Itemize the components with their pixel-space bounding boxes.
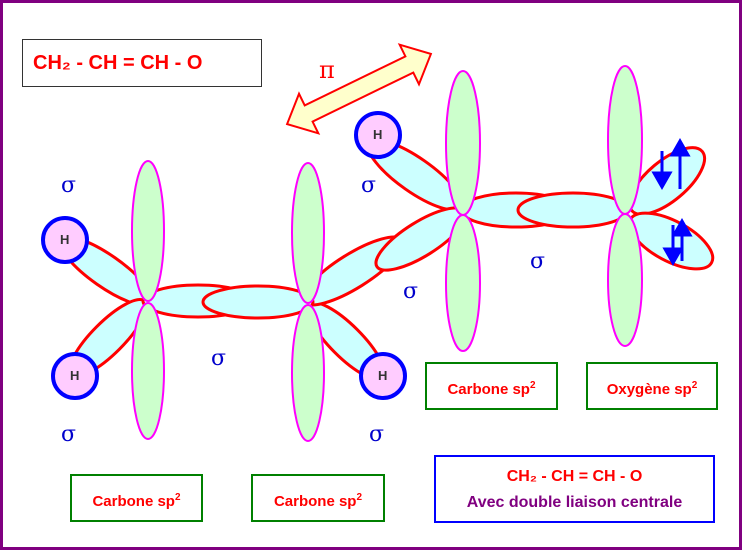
hydrogen-letter-3: H [378,368,388,383]
summary-caption: Avec double liaison centrale [466,494,683,511]
p-orbital-c1-top [131,160,165,302]
orbital-label-c3: Carbone sp2 [425,362,558,410]
formula-text: CH₂ - CH = CH - O [33,52,203,74]
p-orbital-c2-bottom [291,304,325,442]
arrow-up-icon [669,137,691,157]
p-orbital-o-top [607,65,643,215]
hydrogen-letter-1: H [60,232,70,247]
orbital-label-c3-sup: 2 [529,380,536,391]
sigma-label-1: σ [61,173,77,198]
p-orbital-o-bottom [607,213,643,347]
arrow-down-icon-2 [662,247,684,267]
sigma-label-6: σ [61,422,77,447]
electron-pairs [651,137,693,267]
hydrogen-letter-4: H [373,127,383,142]
orbital-label-c1-sup: 2 [174,492,181,503]
arrow-up-icon-2 [671,217,693,237]
orbital-label-c2-sup: 2 [356,492,363,503]
summary-formula: CH₂ - CH = CH - O [506,468,643,485]
orbital-label-c1: Carbone sp2 [70,474,203,522]
orbital-label-c2: Carbone sp2 [251,474,385,522]
hydrogen-atoms [41,111,407,400]
sigma-label-2: σ [361,173,377,198]
formula-box: CH₂ - CH = CH - O [22,39,262,87]
orbital-label-oxygen-sup: 2 [691,380,698,391]
hydrogen-atom-4 [354,111,402,159]
hydrogen-letter-2: H [70,368,80,383]
p-orbital-c1-bottom [131,302,165,440]
sigma-label-4: σ [403,279,419,304]
hydrogen-atom-2 [51,352,99,400]
sigma-label-3: σ [530,249,546,274]
p-orbital-c3-bottom [445,214,481,352]
hydrogen-atom-1 [41,216,89,264]
orbital-label-c2-text: Carbone sp [273,493,357,510]
orbital-diagram [41,43,715,442]
orbital-label-oxygen-text: Oxygène sp [606,381,692,398]
p-orbital-c2-top [291,162,325,304]
p-orbital-c3-top [445,70,481,216]
orbital-label-c3-text: Carbone sp [447,381,530,398]
summary-box: CH₂ - CH = CH - O Avec double liaison ce… [434,455,715,523]
sigma-bond-c3-o-b [516,191,630,229]
hydrogen-atom-3 [359,352,407,400]
pi-label: π [319,56,335,84]
orbital-label-c1-text: Carbone sp [92,493,175,510]
arrow-down-icon [651,171,673,191]
sigma-bond-c1-c2-b [201,284,315,320]
sigma-label-7: σ [369,422,385,447]
orbital-label-oxygen: Oxygène sp2 [586,362,718,410]
pi-double-arrow-icon [285,43,433,135]
p-orbitals [131,65,643,442]
sigma-label-5: σ [211,346,227,371]
